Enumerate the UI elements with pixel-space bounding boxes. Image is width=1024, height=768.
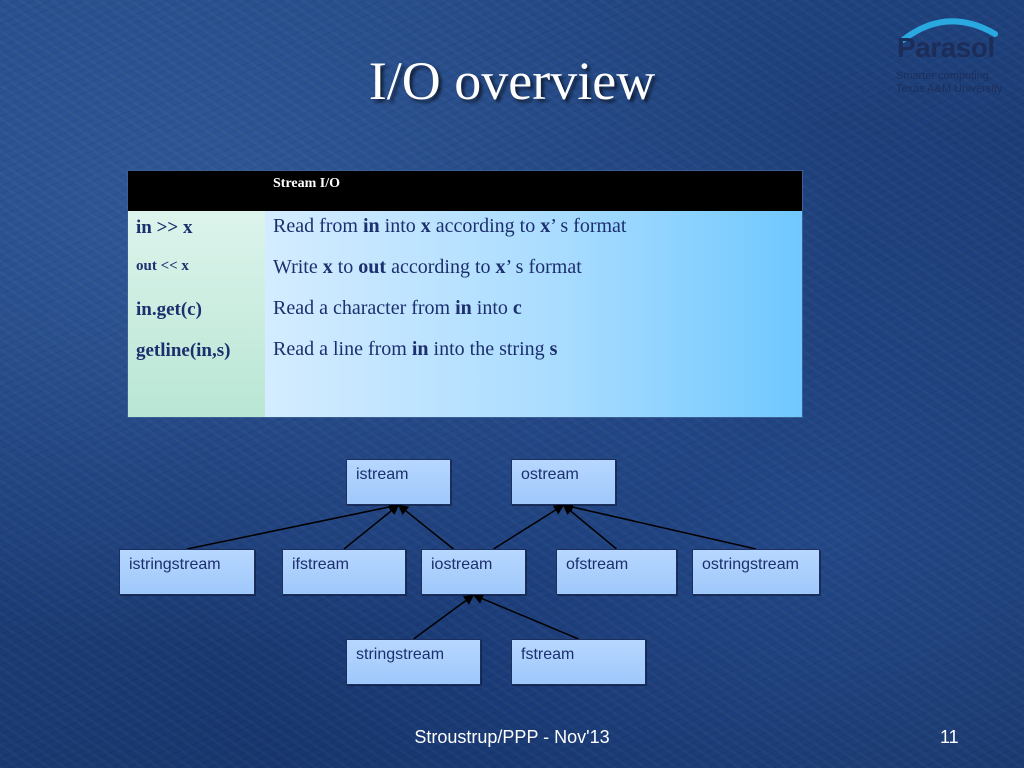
logo-tagline: Smarter computing. Texas A&M University	[896, 70, 1002, 96]
table-desc-column	[265, 211, 802, 417]
node-istringstream: istringstream	[119, 549, 255, 595]
edge-fstream-to-iostream	[472, 593, 579, 640]
row-description: Read a line from in into the string s	[273, 338, 558, 360]
node-label: fstream	[521, 646, 575, 663]
table-header: Stream I/O	[128, 171, 802, 211]
node-label: ostream	[521, 466, 579, 483]
node-ifstream: ifstream	[282, 549, 406, 595]
parasol-logo: Parasol Smarter computing. Texas A&M Uni…	[893, 14, 1013, 100]
table-row: out << x Write x to out according to x’ …	[128, 256, 802, 296]
edge-istringstream-to-istream	[186, 501, 400, 550]
edge-stringstream-to-iostream	[413, 594, 475, 640]
row-expression: getline(in,s)	[136, 340, 231, 361]
node-iostream: iostream	[421, 549, 526, 595]
node-label: ifstream	[292, 556, 349, 573]
edge-ofstream-to-ostream	[562, 504, 617, 550]
table-row: in >> x Read from in into x according to…	[128, 215, 802, 255]
node-label: istringstream	[129, 556, 221, 573]
node-ostringstream: ostringstream	[692, 549, 820, 595]
edge-ifstream-to-istream	[343, 504, 400, 550]
stream-io-table: Stream I/O in >> x Read from in into x a…	[127, 170, 803, 418]
slide-title: I/O overview	[368, 51, 656, 111]
table-header-label: Stream I/O	[273, 176, 341, 191]
row-expression: in >> x	[136, 217, 193, 238]
node-label: ofstream	[566, 556, 629, 573]
table-row: in.get(c) Read a character from in into …	[128, 297, 802, 337]
node-istream: istream	[346, 459, 451, 505]
node-fstream: fstream	[511, 639, 646, 685]
row-expression: in.get(c)	[136, 299, 202, 320]
row-description: Read a character from in into c	[273, 297, 522, 319]
node-ostream: ostream	[511, 459, 616, 505]
node-label: stringstream	[356, 646, 445, 663]
node-label: istream	[356, 466, 409, 483]
node-ofstream: ofstream	[556, 549, 677, 595]
row-description: Read from in into x according to x’ s fo…	[273, 215, 627, 237]
table-expr-column	[128, 211, 265, 417]
row-expression: out << x	[136, 258, 189, 274]
node-label: iostream	[431, 556, 493, 573]
page-number: 11	[940, 727, 959, 747]
node-stringstream: stringstream	[346, 639, 481, 685]
edge-iostream-to-istream	[397, 504, 454, 550]
edge-ostringstream-to-ostream	[562, 501, 757, 550]
logo-tagline-1: Smarter computing.	[896, 70, 992, 82]
logo-arc-icon	[900, 18, 998, 43]
logo-name: Parasol	[897, 32, 995, 63]
row-description: Write x to out according to x’ s format	[273, 256, 582, 278]
logo-tagline-2: Texas A&M University	[896, 83, 1003, 95]
node-label: ostringstream	[702, 556, 799, 573]
slide-footer: Stroustrup/PPP - Nov'13	[414, 727, 610, 747]
edge-iostream-to-ostream	[493, 504, 565, 550]
table-row: getline(in,s) Read a line from in into t…	[128, 338, 802, 378]
